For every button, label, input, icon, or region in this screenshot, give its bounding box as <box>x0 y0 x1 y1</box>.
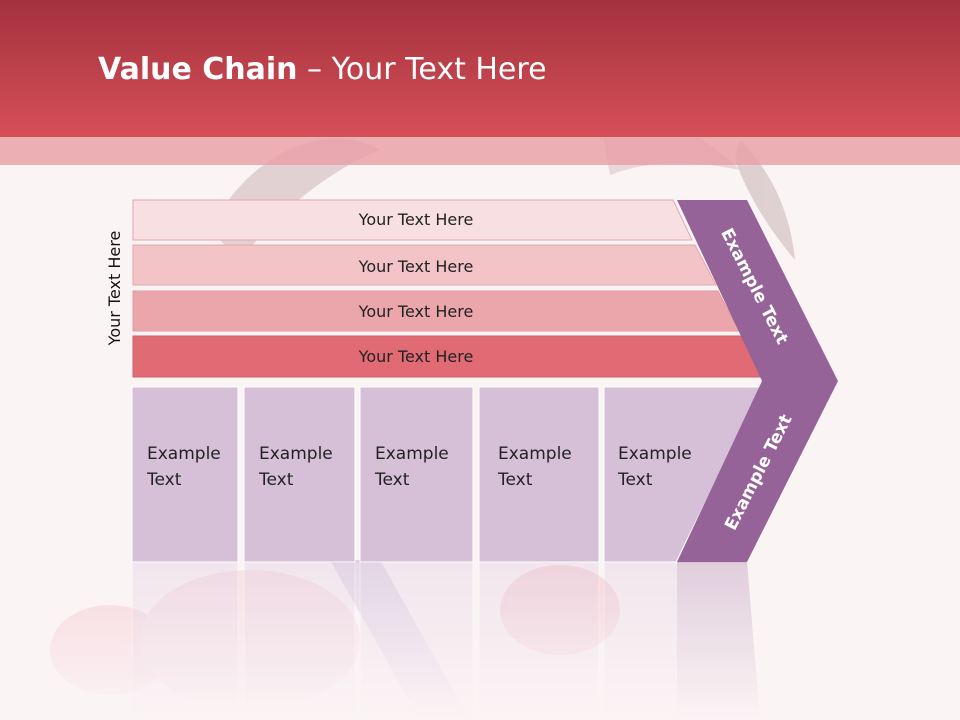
header-band <box>0 137 960 165</box>
column-box-5 <box>603 386 763 563</box>
column-box-1 <box>131 386 239 563</box>
row-labels: Your Text Here Your Text Here Your Text … <box>358 210 474 366</box>
column-box-2 <box>243 386 356 563</box>
header-bar <box>0 0 960 137</box>
column-labels: Example Text Example Text Example Text E… <box>146 444 692 490</box>
row-label-1: Your Text Here <box>358 210 474 229</box>
column-box-4 <box>478 386 600 563</box>
column-1-line2: Text <box>146 470 182 490</box>
column-4-line2: Text <box>497 470 533 490</box>
column-2-line1: Example <box>259 444 333 464</box>
row-bars <box>132 199 763 378</box>
slide-title-rest: – Your Text Here <box>297 52 547 87</box>
reflection-fade <box>0 563 960 720</box>
column-5-line2: Text <box>617 470 653 490</box>
row-bar-1 <box>132 199 693 241</box>
slide-title: Value Chain – Your Text Here <box>98 52 547 87</box>
column-4-line1: Example <box>498 444 572 464</box>
row-label-4: Your Text Here <box>358 347 474 366</box>
column-2-line2: Text <box>258 470 294 490</box>
slide-title-bold: Value Chain <box>98 52 298 87</box>
row-bar-2 <box>132 244 717 286</box>
column-box-3 <box>359 386 474 563</box>
row-label-2: Your Text Here <box>358 257 474 276</box>
column-3-line1: Example <box>375 444 449 464</box>
column-1-line1: Example <box>147 444 221 464</box>
side-label: Your Text Here <box>105 230 124 346</box>
row-label-3: Your Text Here <box>358 302 474 321</box>
column-5-line1: Example <box>618 444 692 464</box>
column-boxes <box>131 386 763 563</box>
column-3-line2: Text <box>374 470 410 490</box>
chevron-arrow <box>677 200 838 562</box>
